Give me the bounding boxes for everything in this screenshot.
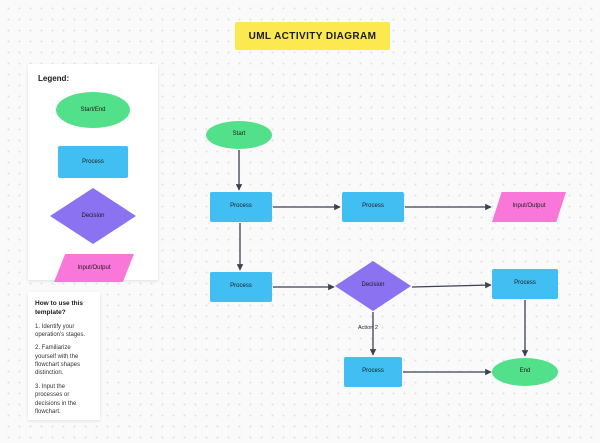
legend-item-input-output: Input/Output bbox=[54, 254, 134, 282]
node-process-5[interactable]: Process bbox=[344, 357, 402, 387]
edge-decision-to-process4 bbox=[411, 281, 492, 289]
howto-step-2: 2. Familiarize yourself with the flowcha… bbox=[35, 345, 81, 377]
legend-item-start-end: Start/End bbox=[56, 92, 130, 128]
legend-label-decision: Decision bbox=[81, 213, 105, 219]
node-start[interactable]: Start bbox=[206, 121, 272, 149]
howto-step-3: 3. Input the processes or decisions in t… bbox=[35, 383, 77, 416]
legend-item-process: Process bbox=[58, 146, 128, 178]
node-end[interactable]: End bbox=[492, 358, 558, 386]
howto-card: How to use this template? 1. Identify yo… bbox=[28, 292, 100, 420]
node-process-4[interactable]: Process bbox=[492, 269, 558, 299]
node-label-start: Start bbox=[232, 131, 246, 138]
node-label-process-4: Process bbox=[514, 280, 536, 287]
legend-label-start-end: Start/End bbox=[80, 107, 106, 113]
node-process-3[interactable]: Process bbox=[210, 272, 272, 302]
howto-step-1: 1. Identify your operation's stages. bbox=[35, 323, 86, 338]
node-decision[interactable]: Decision bbox=[335, 261, 411, 311]
node-process-1[interactable]: Process bbox=[210, 192, 272, 222]
legend-diamond-shape: Decision bbox=[50, 188, 136, 244]
input-output-shape bbox=[492, 192, 566, 222]
page-title: UML ACTIVITY DIAGRAM bbox=[248, 30, 377, 42]
node-label-end: End bbox=[519, 368, 531, 375]
node-process-2[interactable]: Process bbox=[342, 192, 404, 222]
legend-label-process: Process bbox=[82, 159, 104, 165]
legend-label-input-output: Input/Output bbox=[77, 265, 111, 271]
node-label-process-5: Process bbox=[362, 368, 384, 375]
edge-label-action-2: Action 2 bbox=[358, 325, 378, 331]
node-label-process-2: Process bbox=[362, 203, 384, 210]
diagram-title-banner: UML ACTIVITY DIAGRAM bbox=[235, 22, 390, 50]
node-label-decision: Decision bbox=[361, 282, 385, 289]
node-label-process-3: Process bbox=[230, 283, 252, 290]
node-label-process-1: Process bbox=[230, 203, 252, 210]
legend-card: Legend: Start/End Process Decision Input… bbox=[28, 64, 158, 282]
howto-title: How to use this template? bbox=[35, 300, 84, 316]
legend-heading: Legend: bbox=[38, 74, 70, 83]
node-input-output[interactable]: Input/Output bbox=[492, 192, 566, 222]
node-label-input-output: Input/Output bbox=[512, 203, 546, 210]
legend-item-decision: Decision bbox=[50, 188, 136, 244]
